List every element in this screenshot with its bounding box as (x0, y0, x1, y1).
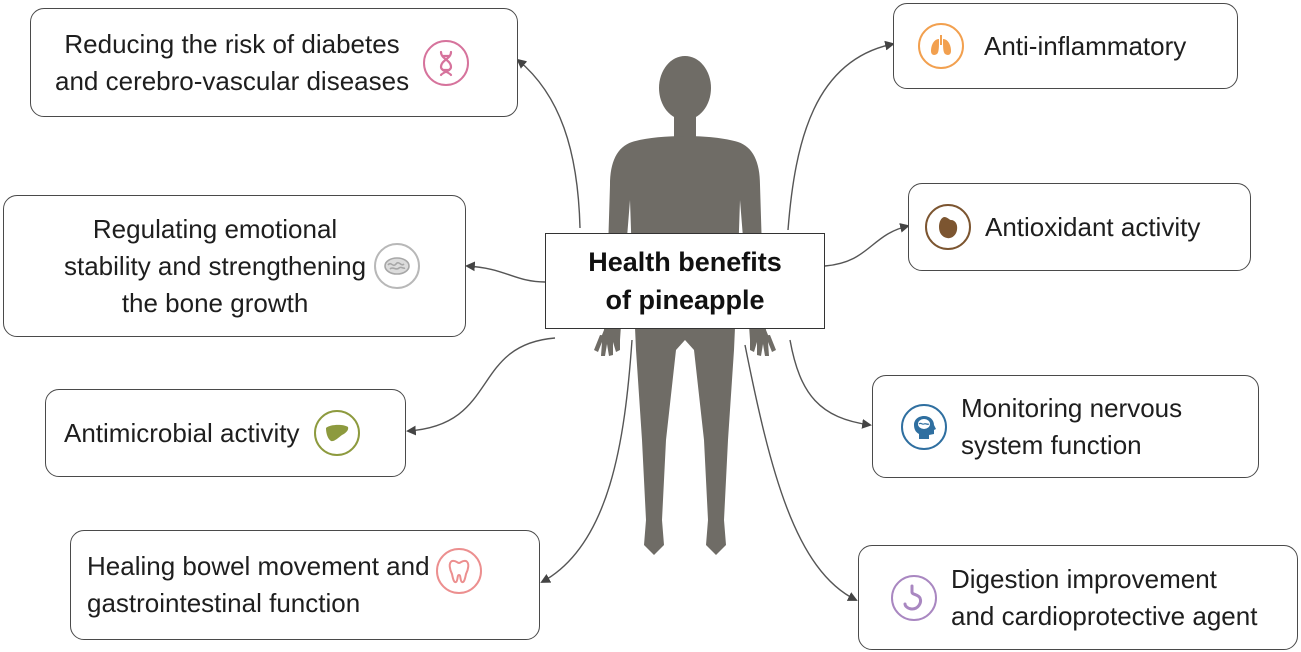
dna-icon (423, 39, 470, 86)
benefit-box-digestion: Digestion improvement and cardioprotecti… (858, 545, 1298, 650)
arrow-to-diabetes (516, 58, 581, 229)
benefit-box-antioxidant: Antioxidant activity (908, 183, 1251, 271)
center-title-box: Health benefits of pineapple (545, 233, 825, 329)
benefit-text-bowel: Healing bowel movement and gastrointesti… (87, 551, 430, 618)
arrow-to-antioxidant (824, 223, 910, 267)
benefit-box-anti-inflammatory: Anti-inflammatory (893, 3, 1238, 89)
benefit-text-nervous: Monitoring nervous system function (961, 392, 1183, 460)
benefit-text-diabetes: Reducing the risk of diabetes and cerebr… (55, 28, 410, 96)
arrow-to-emotional (465, 261, 546, 283)
arrow-to-nervous (789, 339, 872, 429)
head-brain-icon (901, 403, 947, 450)
benefit-text-digestion: Digestion improvement and cardioprotecti… (951, 563, 1258, 631)
benefit-box-nervous: Monitoring nervous system function (872, 375, 1259, 478)
liver-icon (313, 410, 360, 456)
arrow-to-bowel (540, 339, 633, 583)
benefit-box-antimicrobial: Antimicrobial activity (45, 389, 406, 477)
heart-icon (925, 204, 971, 250)
benefit-box-bowel: Healing bowel movement and gastrointesti… (70, 530, 540, 640)
arrow-to-antimicrobial (406, 337, 556, 436)
benefit-text-antioxidant: Antioxidant activity (985, 211, 1201, 242)
benefit-text-anti-inflammatory: Anti-inflammatory (984, 30, 1187, 61)
stomach-icon (891, 574, 937, 621)
benefit-box-diabetes: Reducing the risk of diabetes and cerebr… (30, 8, 518, 117)
brain-icon (374, 243, 421, 289)
arrow-to-anti-inflammatory (787, 40, 895, 231)
benefit-text-emotional: Regulating emotional stability and stren… (64, 213, 367, 318)
benefit-box-emotional: Regulating emotional stability and stren… (3, 195, 466, 337)
benefit-text-antimicrobial: Antimicrobial activity (64, 417, 300, 448)
arrow-to-digestion (744, 344, 858, 601)
lungs-icon (918, 23, 964, 69)
center-title: Health benefits of pineapple (588, 247, 782, 315)
tooth-icon (435, 548, 482, 594)
